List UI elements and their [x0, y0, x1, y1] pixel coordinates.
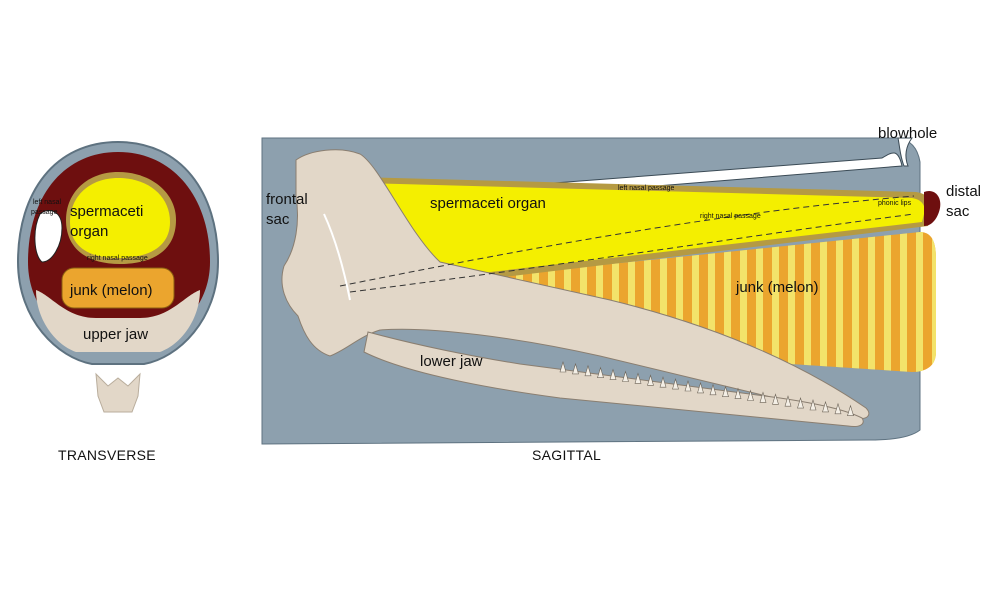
distal-sac	[924, 190, 941, 226]
junk-stripe	[692, 232, 699, 372]
junk-stripe	[820, 232, 827, 372]
junk-stripe	[708, 232, 715, 372]
tooth	[634, 372, 642, 384]
junk-stripe	[756, 232, 763, 372]
tooth	[622, 370, 629, 382]
junk-stripe	[772, 232, 779, 372]
junk-stripe	[884, 232, 891, 372]
tooth	[759, 391, 767, 403]
tooth	[659, 376, 667, 388]
junk-stripe	[868, 232, 875, 372]
tooth	[609, 368, 617, 380]
lower-jaw-teeth	[559, 360, 854, 416]
tooth	[747, 389, 754, 401]
tooth	[784, 395, 792, 407]
label-distal: distal	[946, 183, 981, 200]
tooth	[834, 402, 842, 415]
tooth	[797, 397, 804, 409]
sagittal-skull	[281, 149, 870, 419]
transverse-label-junk: junk (melon)	[69, 282, 153, 299]
junk-stripe	[852, 232, 859, 372]
transverse-label-right-nasal: right nasal passage	[87, 255, 148, 262]
tooth	[697, 381, 704, 394]
transverse-label-left-nasal: left nasal	[33, 199, 61, 206]
tooth	[722, 385, 729, 397]
sagittal-section: blowhole distal sac frontal sac spermace…	[261, 125, 981, 463]
transverse-spermaceti-organ	[70, 178, 170, 258]
junk-stripe	[788, 232, 795, 372]
junk-stripe	[644, 232, 651, 372]
junk-stripe	[676, 232, 683, 372]
label-phonic-lips: phonic lips	[878, 200, 912, 207]
junk-stripe	[724, 232, 731, 372]
tooth	[572, 362, 579, 375]
tooth	[772, 393, 779, 405]
transverse-label-spermaceti-2: organ	[70, 223, 108, 240]
right-nasal-passage-line	[349, 213, 915, 293]
tooth	[709, 383, 717, 396]
junk-stripe	[916, 232, 923, 372]
blowhole-opening	[897, 137, 913, 167]
label-distal-2: sac	[946, 203, 970, 220]
transverse-junk	[61, 267, 175, 309]
sagittal-spermaceti-organ	[326, 182, 925, 288]
tooth	[809, 398, 817, 411]
label-right-nasal-passage: right nasal passage	[700, 213, 761, 220]
tooth	[559, 360, 567, 373]
tooth	[672, 378, 679, 390]
transverse-label-upper-jaw: upper jaw	[83, 326, 148, 343]
transverse-section: spermaceti organ left nasal passage righ…	[16, 140, 220, 463]
junk-stripe	[804, 232, 811, 372]
tooth	[597, 366, 604, 378]
junk-stripe	[836, 232, 843, 372]
transverse-label-spermaceti: spermaceti	[70, 203, 143, 220]
transverse-vertebra	[95, 372, 141, 413]
label-spermaceti-organ: spermaceti organ	[430, 195, 546, 212]
label-frontal-2: sac	[266, 211, 290, 228]
transverse-label-left-nasal-2: passage	[31, 209, 58, 216]
label-left-nasal-passage: left nasal passage	[618, 185, 675, 192]
transverse-upper-jaw	[36, 290, 200, 352]
junk-stripe	[740, 232, 747, 372]
label-junk: junk (melon)	[735, 279, 819, 296]
tooth	[684, 379, 692, 392]
label-frontal: frontal	[266, 191, 308, 208]
label-blowhole: blowhole	[878, 125, 937, 142]
tooth	[647, 374, 654, 386]
transverse-left-nasal-cavity	[34, 210, 63, 263]
junk-stripe	[932, 232, 936, 372]
sagittal-caption: SAGITTAL	[532, 447, 601, 463]
tooth	[584, 364, 592, 377]
transverse-caption: TRANSVERSE	[58, 447, 156, 463]
tooth	[847, 404, 854, 416]
tooth	[822, 400, 829, 413]
frontal-sac	[323, 213, 351, 301]
tooth	[734, 387, 742, 399]
junk-stripe	[628, 232, 635, 372]
label-lower-jaw: lower jaw	[420, 353, 483, 370]
junk-stripe	[660, 232, 667, 372]
junk-stripe	[900, 232, 907, 372]
